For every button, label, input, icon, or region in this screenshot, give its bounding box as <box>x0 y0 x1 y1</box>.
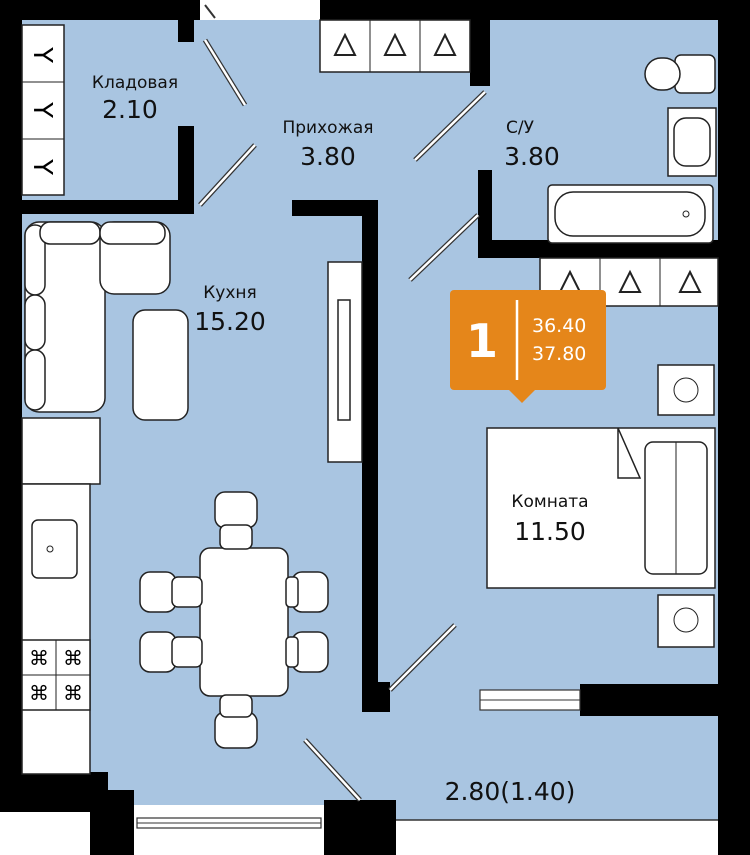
svg-text:⌘: ⌘ <box>63 683 83 705</box>
nightstands <box>657 364 715 648</box>
svg-text:⌘: ⌘ <box>63 648 83 670</box>
svg-text:⌘: ⌘ <box>29 683 49 705</box>
total-area: 37.80 <box>532 343 586 365</box>
window-kitchen <box>134 805 324 855</box>
window-room-balcony <box>479 689 581 711</box>
room-name: Комната <box>511 492 588 512</box>
kitchen-area: 15.20 <box>194 307 266 336</box>
bathtub <box>547 184 714 244</box>
kitchen-sofa <box>24 221 171 413</box>
svg-text:⅄: ⅄ <box>29 102 59 119</box>
bathroom-sink <box>667 107 717 177</box>
dining-table <box>139 491 329 749</box>
bed <box>486 427 716 589</box>
storage-name: Кладовая <box>92 73 178 93</box>
room-count: 1 <box>466 314 498 368</box>
storage-shelves: ⅄ ⅄ ⅄ <box>21 24 65 196</box>
toilet <box>644 54 716 94</box>
balcony-area: 2.80(1.40) <box>445 777 576 806</box>
hall-name: Прихожая <box>282 118 373 138</box>
room-area: 11.50 <box>514 517 586 546</box>
kitchen-counter: ⌘ ⌘ ⌘ ⌘ <box>21 417 101 775</box>
apartment-badge: 1 36.40 37.80 <box>450 290 606 403</box>
tv-stand <box>327 261 363 463</box>
hall-wardrobe <box>319 19 471 73</box>
bathroom-name: С/У <box>506 118 535 138</box>
svg-text:⅄: ⅄ <box>29 159 59 176</box>
living-area: 36.40 <box>532 315 586 337</box>
kitchen-name: Кухня <box>203 283 257 303</box>
hall-area: 3.80 <box>300 142 356 171</box>
hall-floor-2 <box>370 200 490 700</box>
storage-area: 2.10 <box>102 95 158 124</box>
svg-text:⅄: ⅄ <box>29 47 59 64</box>
bathroom-area: 3.80 <box>504 142 560 171</box>
svg-text:⌘: ⌘ <box>29 648 49 670</box>
doors <box>198 4 487 802</box>
coffee-table <box>132 309 189 421</box>
